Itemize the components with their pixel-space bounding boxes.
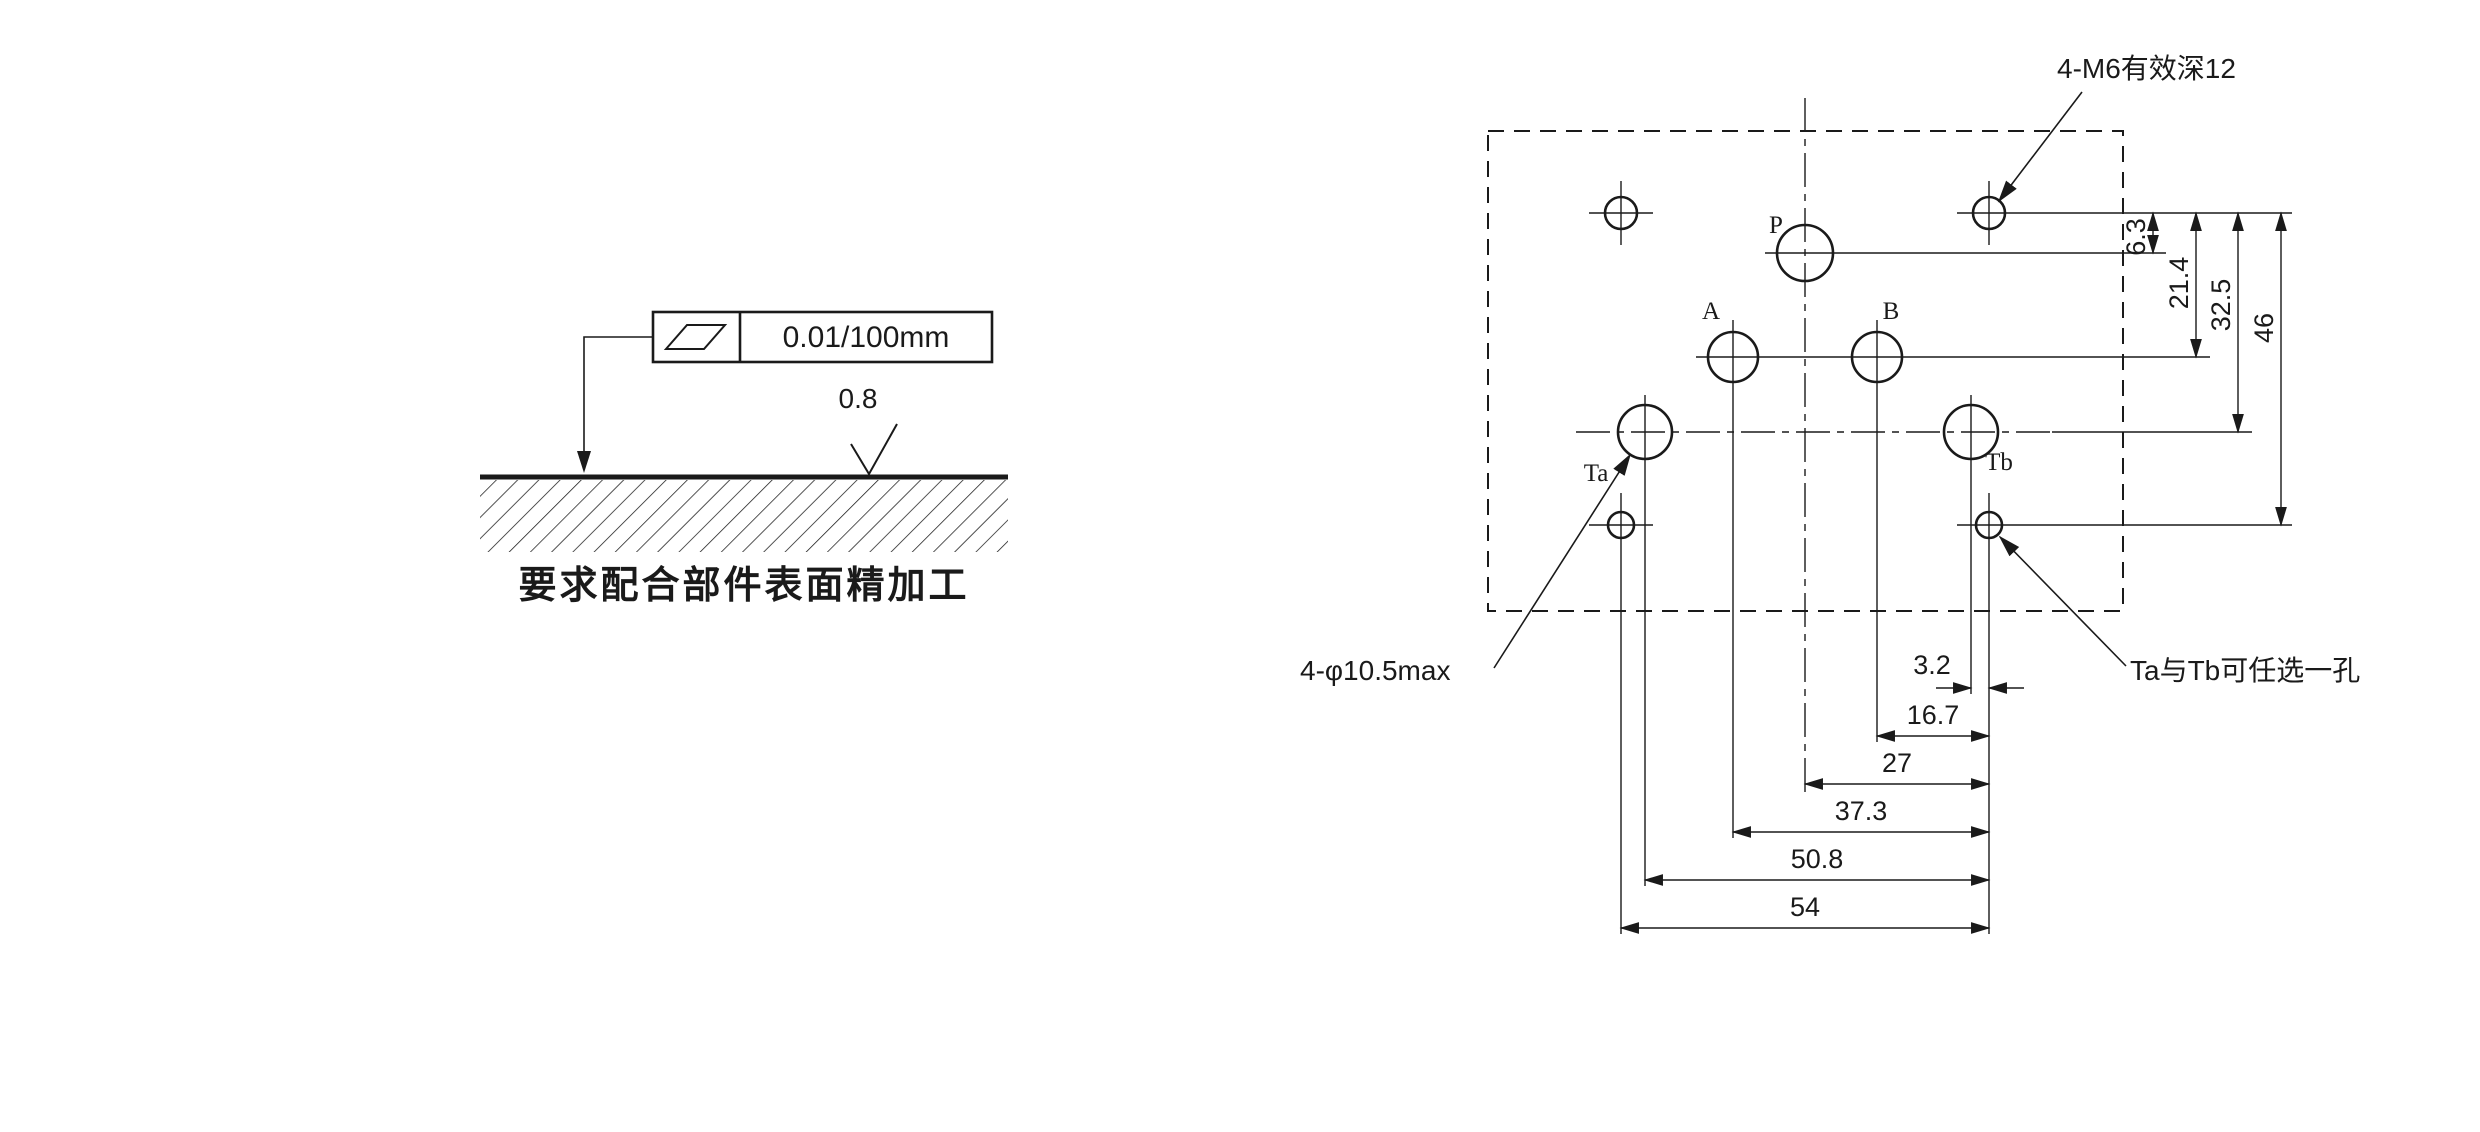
dim-text: 27 xyxy=(1882,748,1912,778)
dim-text: 50.8 xyxy=(1791,844,1844,874)
port-labels: P A B Ta Tb xyxy=(1584,212,2013,487)
vertical-dimensions: 6.3 21.4 32.5 46 xyxy=(2121,211,2287,527)
port-b-circle xyxy=(1850,330,1904,384)
dim-text: 46 xyxy=(2249,313,2279,343)
roughness-value: 0.8 xyxy=(839,383,878,414)
horizontal-dimensions: 3.2 16.7 27 37.3 50.8 54 xyxy=(1619,650,2024,934)
bolt-hole-top-left xyxy=(1603,195,1639,231)
surface-finish-view: 0.01/100mm 0.8 要求配合部件表面精加工 xyxy=(480,310,1008,607)
dim-text: 54 xyxy=(1790,892,1820,922)
bolt-hole-top-right xyxy=(1971,195,2007,231)
callout-note-leader xyxy=(1998,535,2127,667)
surface-caption: 要求配合部件表面精加工 xyxy=(518,565,969,607)
port-label-ta: Ta xyxy=(1584,460,1609,487)
flatness-symbol-icon xyxy=(663,324,728,350)
tolerance-leader-line xyxy=(583,336,653,458)
hole-bottom-right xyxy=(1974,510,2004,540)
port-p-circle xyxy=(1775,223,1835,283)
port-label-tb: Tb xyxy=(1985,449,2013,476)
port-pattern-view: P A B Ta Tb 6.3 21.4 32.5 46 3.2 16.7 27 xyxy=(1300,53,2360,934)
hole-bottom-left xyxy=(1606,510,1636,540)
holes xyxy=(1603,195,2007,540)
port-label-p: P xyxy=(1769,212,1783,239)
callout-m6-leader xyxy=(1997,91,2083,203)
port-label-b: B xyxy=(1883,298,1900,325)
callouts: 4-M6有效深12 4-φ10.5max Ta与Tb可任选一孔 xyxy=(1300,53,2360,686)
port-label-a: A xyxy=(1702,298,1720,325)
callout-port-diameter: 4-φ10.5max xyxy=(1300,655,1450,686)
dim-text: 6.3 xyxy=(2121,218,2151,256)
callout-diameter-leader xyxy=(1493,453,1632,669)
flatness-tolerance-frame: 0.01/100mm xyxy=(651,310,994,364)
dim-text: 32.5 xyxy=(2206,279,2236,332)
dim-text: 3.2 xyxy=(1913,650,1951,680)
roughness-symbol-icon xyxy=(850,423,898,476)
dim-text: 37.3 xyxy=(1835,796,1888,826)
hatching xyxy=(480,480,1008,552)
port-tb-circle xyxy=(1942,403,2000,461)
leader-arrow-icon xyxy=(577,451,591,473)
tolerance-value: 0.01/100mm xyxy=(783,321,950,354)
port-a-circle xyxy=(1706,330,1760,384)
callout-m6-thread: 4-M6有效深12 xyxy=(2057,53,2236,84)
port-ta-circle xyxy=(1616,403,1674,461)
dim-text: 21.4 xyxy=(2164,257,2194,310)
callout-hole-note: Ta与Tb可任选一孔 xyxy=(2130,655,2360,686)
dim-text: 16.7 xyxy=(1907,700,1960,730)
